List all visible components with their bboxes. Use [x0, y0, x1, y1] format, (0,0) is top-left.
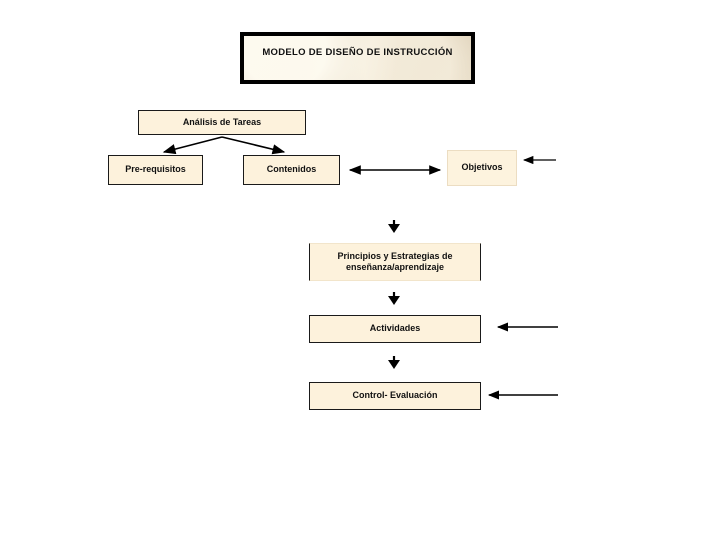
diagram-title-text: MODELO DE DISEÑO DE INSTRUCCIÓN [262, 46, 453, 58]
connector-contenidos-to-principios [388, 220, 400, 233]
node-actividades-label: Actividades [369, 323, 421, 334]
node-control-evaluacion[interactable]: Control- Evaluación [309, 382, 481, 410]
connector-principios-to-actividades [388, 292, 400, 305]
node-principios-y-estrategias[interactable]: Principios y Estrategias de enseñanza/ap… [309, 243, 481, 281]
node-principios-line-2: enseñanza/aprendizaje [345, 262, 445, 272]
node-pre-requisitos-label: Pre-requisitos [125, 164, 186, 175]
node-objetivos-label: Objetivos [461, 162, 503, 173]
node-actividades[interactable]: Actividades [309, 315, 481, 343]
node-principios-y-estrategias-label: Principios y Estrategias de enseñanza/ap… [333, 251, 456, 274]
connector-actividades-to-control [388, 356, 400, 369]
node-analisis-de-tareas-label: Análisis de Tareas [182, 116, 262, 127]
node-analisis-de-tareas[interactable]: Análisis de Tareas [138, 110, 306, 135]
node-pre-requisitos[interactable]: Pre-requisitos [108, 155, 203, 185]
connector-analisis-to-contenidos [221, 136, 286, 155]
node-objetivos[interactable]: Objetivos [447, 150, 517, 186]
node-contenidos-label: Contenidos [266, 164, 317, 175]
node-principios-line-1: Principios y Estrategias de [337, 250, 453, 261]
diagram-title-banner: MODELO DE DISEÑO DE INSTRUCCIÓN [240, 32, 475, 84]
connector-analisis-to-prerequisitos [162, 136, 223, 155]
node-control-evaluacion-label: Control- Evaluación [352, 390, 438, 401]
node-contenidos[interactable]: Contenidos [243, 155, 340, 185]
